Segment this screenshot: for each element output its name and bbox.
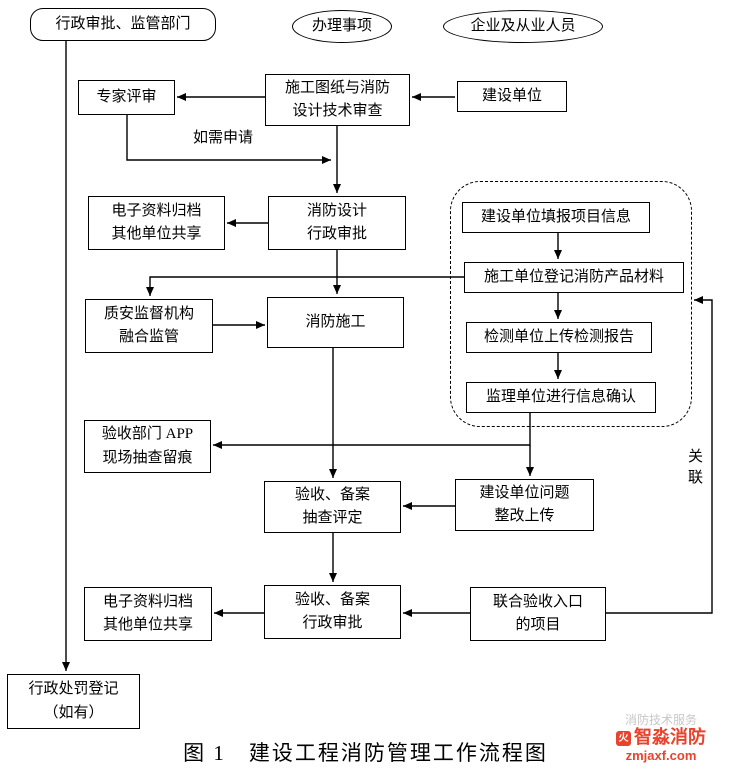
header-enterprise: 企业及从业人员 [443, 10, 603, 43]
label-if-needed: 如需申请 [192, 130, 253, 146]
watermark: 消防技术服务 火 智淼消防 zmjaxf.com [602, 713, 720, 763]
arrow-expert-review-return [126, 115, 331, 164]
node-archive-bottom: 电子资料归档 其他单位共享 [84, 587, 212, 641]
node-rectification-upload: 建设单位问题 整改上传 [455, 479, 594, 531]
node-supervisor-confirm: 监理单位进行信息确认 [466, 382, 656, 413]
node-drawing-review: 施工图纸与消防 设计技术审查 [265, 74, 410, 126]
node-quality-supervision: 质安监督机构 融合监管 [85, 299, 213, 353]
node-upload-test-report: 检测单位上传检测报告 [466, 322, 652, 353]
node-register-products: 施工单位登记消防产品材料 [464, 262, 684, 293]
node-acceptance-approval: 验收、备案 行政审批 [264, 585, 401, 639]
label-association: 关联 [686, 448, 702, 490]
node-expert-review: 专家评审 [78, 80, 175, 115]
header-admin-dept: 行政审批、监管部门 [30, 8, 216, 41]
watermark-ghost-text: 消防技术服务 [624, 713, 697, 727]
arrow-joint-acceptance-association-loop [606, 296, 713, 614]
arrow-register-products-to-quality-supervision [146, 276, 464, 296]
node-fill-project-info: 建设单位填报项目信息 [462, 202, 650, 233]
node-acceptance-spot-check: 验收、备案 抽查评定 [264, 481, 401, 533]
node-admin-penalty: 行政处罚登记 （如有） [7, 674, 140, 729]
watermark-brand: 智淼消防 [634, 727, 706, 748]
node-fire-construction: 消防施工 [267, 297, 404, 348]
enterprise-info-dashed-group [450, 181, 692, 427]
watermark-site: zmjaxf.com [625, 747, 697, 763]
node-archive-top: 电子资料归档 其他单位共享 [88, 196, 225, 250]
node-construction-unit: 建设单位 [457, 81, 567, 112]
node-fire-design-approval: 消防设计 行政审批 [268, 196, 406, 250]
flame-logo-icon: 火 [616, 730, 631, 746]
node-joint-acceptance: 联合验收入口 的项目 [470, 587, 606, 641]
diagram-title: 图 1 建设工程消防管理工作流程图 [183, 741, 548, 765]
header-matters: 办理事项 [292, 10, 392, 43]
node-acceptance-app: 验收部门 APP 现场抽查留痕 [84, 420, 211, 473]
